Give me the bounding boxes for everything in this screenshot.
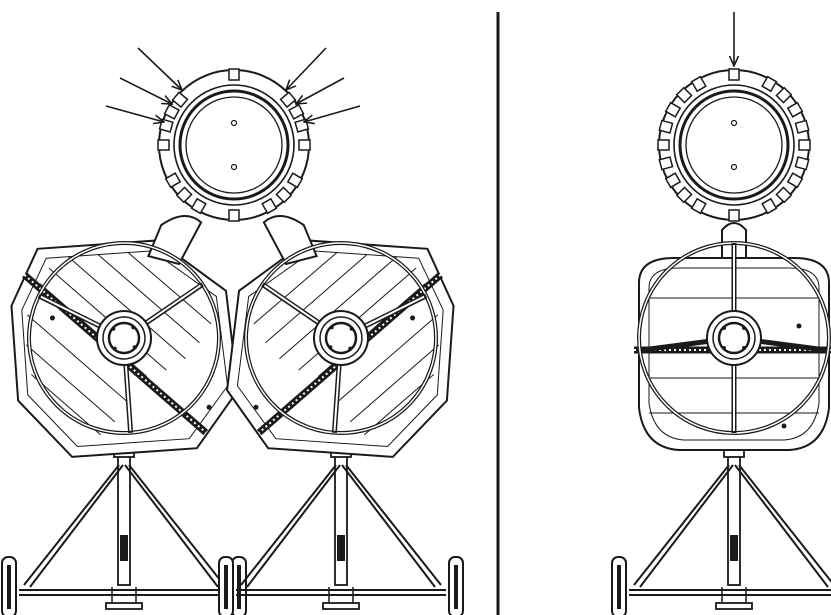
right-dial: [657, 68, 811, 222]
mixer-tilted-right: [218, 213, 464, 615]
left-dial: [157, 68, 311, 222]
mixer-tilted-left: [1, 213, 247, 615]
tilt-arrows: [105, 47, 361, 122]
mixer-upright: [611, 222, 831, 615]
